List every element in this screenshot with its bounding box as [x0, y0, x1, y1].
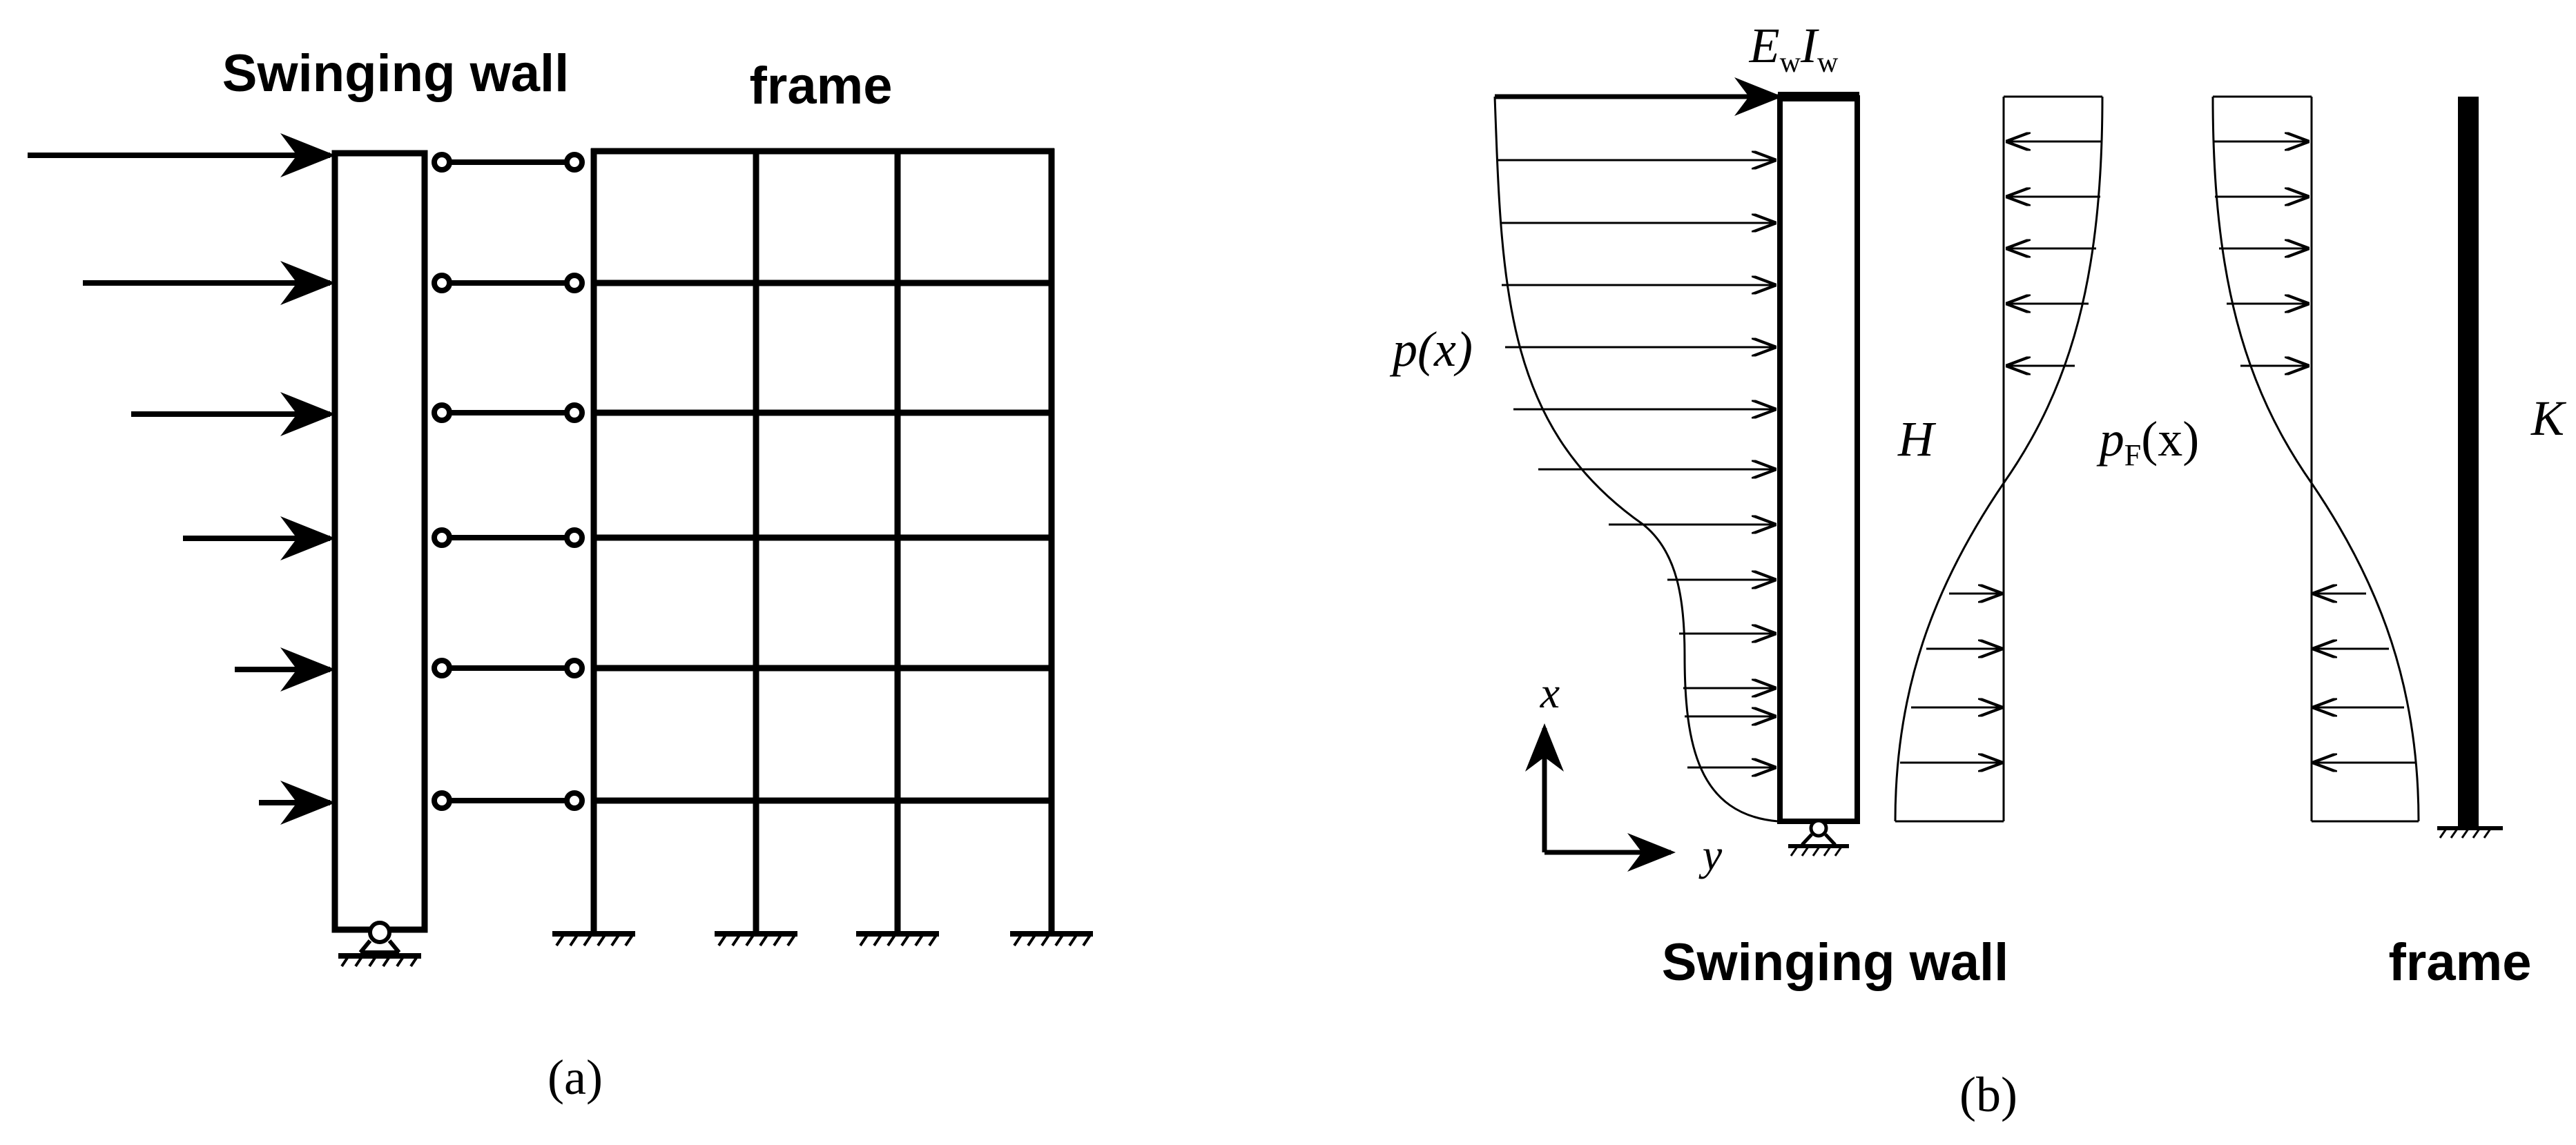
- panel-b-frame-fixed-support: [2437, 826, 2503, 839]
- frame-load-label: pF(x): [2096, 411, 2199, 472]
- panel-b-swinging-wall: [1777, 95, 1860, 824]
- panel-b-caption: (b): [1959, 1067, 2017, 1122]
- coordinate-axes: [1525, 723, 1676, 872]
- panel-a-frame-title: frame: [750, 57, 893, 115]
- pin-link: [432, 152, 585, 173]
- panel-b: EwIw p(x) H: [1389, 18, 2567, 1122]
- panel-a-frame-grid: [590, 148, 1055, 932]
- panel-a-wall-title: Swinging wall: [222, 44, 569, 103]
- pin-link: [432, 790, 585, 811]
- frame-interaction-force-diagram: [2211, 95, 2420, 823]
- fixed-support: [552, 931, 635, 947]
- axis-y-label: y: [1698, 830, 1723, 879]
- panel-b-frame-column: [2458, 97, 2479, 828]
- applied-load-label: p(x): [1389, 322, 1473, 377]
- pin-link: [432, 273, 585, 293]
- frame-force-curve: [2211, 96, 2420, 822]
- pin-link: [432, 402, 585, 423]
- axis-x-label: x: [1540, 668, 1560, 717]
- panel-a-swinging-wall: [331, 150, 428, 933]
- wall-force-curve: [1894, 96, 2104, 822]
- panel-b-wall-label: Swinging wall: [1662, 933, 2008, 992]
- wall-interaction-force-diagram: [1894, 95, 2104, 823]
- stiffness-label: K: [2530, 391, 2567, 446]
- pin-link: [432, 658, 585, 678]
- panel-a-wall-pin-support: [338, 921, 421, 968]
- pin-link: [432, 527, 585, 548]
- panel-b-wall-pin-support: [1788, 819, 1849, 857]
- panel-a-pin-links: [432, 152, 585, 811]
- panel-a-caption: (a): [548, 1050, 603, 1105]
- panel-a: Swinging wall frame: [28, 44, 1093, 1105]
- panel-a-fixed-supports: [552, 931, 1093, 947]
- panel-a-load-arrows: [28, 133, 336, 825]
- fixed-support: [856, 931, 939, 947]
- fixed-support: [1010, 931, 1093, 947]
- height-label: H: [1897, 411, 1937, 467]
- wall-rigidity-label: EwIw: [1749, 18, 1839, 79]
- applied-load-arrows: [1498, 160, 1774, 767]
- applied-load-curve: [1493, 96, 1779, 823]
- panel-b-frame-label: frame: [2389, 933, 2532, 992]
- fixed-support: [715, 931, 797, 947]
